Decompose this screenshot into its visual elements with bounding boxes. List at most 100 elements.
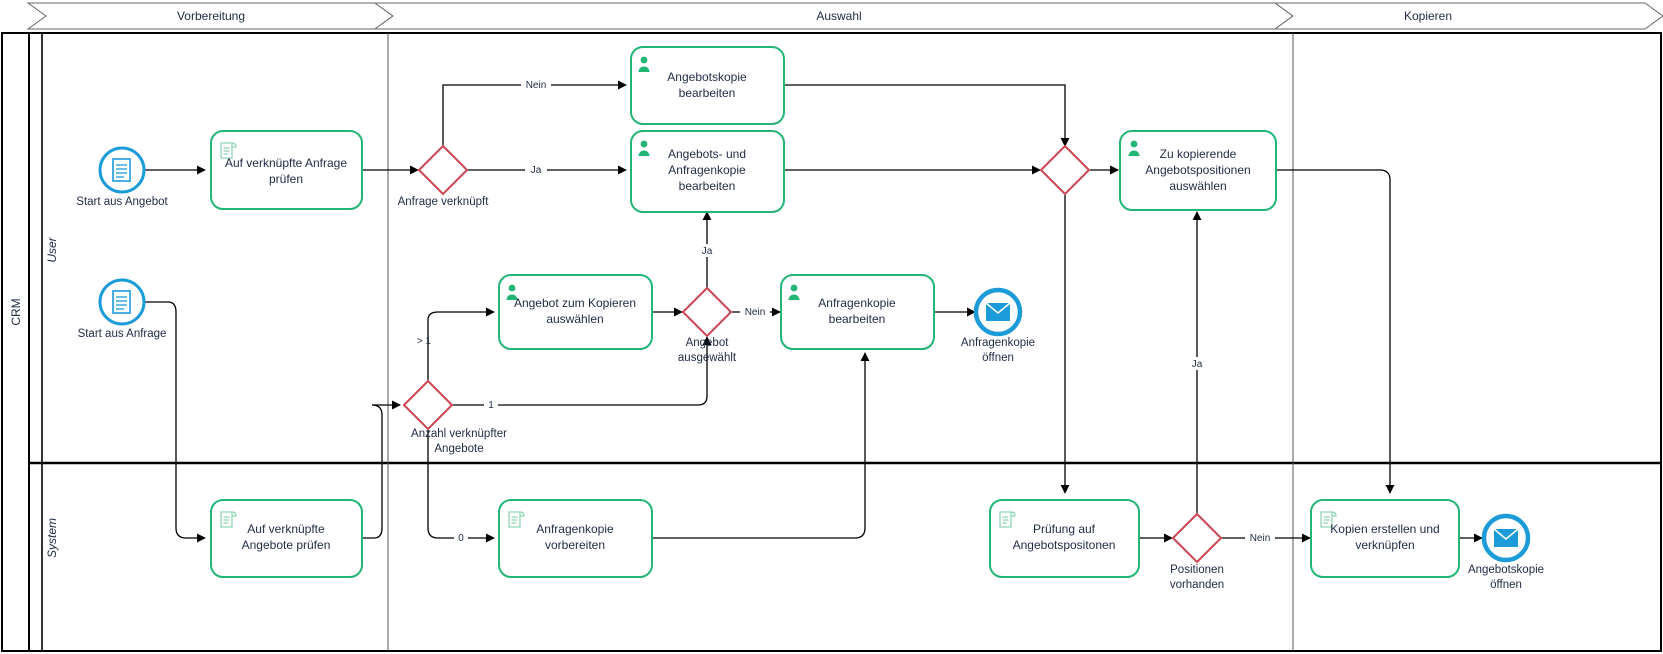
task-box-angebots-und-anfragenkopie[interactable] [630, 130, 785, 213]
flow-0-to-anfragenkopie-vorbereiten [427, 430, 495, 543]
user-icon-angebotskopie-bearbeiten [638, 56, 650, 72]
gateway-label-angebot-ausgewaehlt-l2: ausgewählt [678, 352, 737, 364]
task-box-angebot-zum-kopieren[interactable] [498, 274, 653, 350]
user-icon-anfragenkopie-bearbeiten [788, 284, 800, 300]
flow-label-ja-2: Ja [702, 246, 713, 257]
gateway-label-positionen-vorhanden-l1: Positionen [1170, 564, 1224, 576]
flow-label-ja-1: Ja [531, 165, 542, 176]
task-label-auf-verknuepfte-anfrage-l2: prüfen [269, 172, 303, 186]
event-label-angebotskopie-oeffnen-l2: öffnen [1490, 579, 1522, 591]
gateway-label-anzahl-angebote-l2: Angebote [434, 443, 483, 455]
script-icon-auf-verknuepfte-angebote [220, 511, 237, 528]
task-label-angebots-und-anfragenkopie-l3: bearbeiten [679, 179, 736, 193]
flow-label-nein-3: Nein [1250, 533, 1271, 544]
gateway-angebot-ausgewaehlt[interactable] [681, 286, 733, 338]
task-label-auf-verknuepfte-angebote-l2: Angebote prüfen [242, 538, 331, 552]
phase-label-vorbereitung: Vorbereitung [177, 9, 245, 23]
phase-header-bar [26, 2, 1663, 30]
pool-crm [1, 32, 1662, 652]
phase-label-kopieren: Kopieren [1404, 9, 1452, 23]
task-label-angebots-und-anfragenkopie-l2: Anfragenkopie [668, 163, 746, 177]
script-task-icons [220, 142, 1337, 528]
task-label-zu-kopierende-l3: auswählen [1169, 179, 1226, 193]
pool-label-crm: CRM [9, 298, 23, 325]
task-label-anfragenkopie-bearbeiten-l1: Anfragenkopie [818, 296, 896, 310]
gateway-label-positionen-vorhanden-l2: vorhanden [1170, 579, 1224, 591]
sequence-flows [145, 80, 1483, 543]
task-label-pruefung-positionen-l2: Angebotspositonen [1013, 538, 1116, 552]
user-icon-angebot-zum-kopieren [506, 284, 518, 300]
task-box-zu-kopierende-positionen[interactable] [1119, 130, 1277, 211]
task-box-pruefung-positionen[interactable] [989, 499, 1140, 578]
gateway-anfrage-verknuepft[interactable] [417, 144, 469, 196]
script-icon-auf-verknuepfte-anfrage [220, 142, 237, 159]
task-box-auf-verknuepfte-angebote[interactable] [210, 499, 363, 578]
task-box-anfragenkopie-bearbeiten[interactable] [780, 274, 935, 350]
user-icon-zu-kopierende-positionen [1128, 140, 1140, 156]
task-label-anfragenkopie-vorbereiten-l1: Anfragenkopie [536, 522, 614, 536]
task-box-angebotskopie-bearbeiten[interactable] [630, 46, 785, 125]
task-label-angebotskopie-bearbeiten-l1: Angebotskopie [667, 70, 747, 84]
lane-label-user: User [45, 236, 59, 262]
envelope-icon-angebotskopie [1493, 528, 1519, 547]
task-labels: Auf verknüpfte Anfrage prüfen Angebotsko… [225, 70, 1440, 552]
user-task-icons [506, 56, 1140, 300]
phase-chevron-kopieren [1273, 2, 1663, 30]
flow-angebotskopie-to-merge [784, 84, 1070, 147]
event-label-start-anfrage: Start aus Anfrage [78, 328, 167, 340]
task-shapes [210, 46, 1460, 578]
phase-label-auswahl: Auswahl [816, 9, 861, 23]
flow-1-to-angebotausgewaehlt [453, 336, 712, 406]
document-icon-start-anfrage [112, 290, 131, 314]
task-label-angebotskopie-bearbeiten-l2: bearbeiten [679, 86, 736, 100]
event-label-angebotskopie-oeffnen-l1: Angebotskopie [1468, 564, 1544, 576]
gateway-label-anzahl-angebote-l1: Anzahl verknüpfter [411, 428, 507, 440]
task-label-angebot-zum-kopieren-l1: Angebot zum Kopieren [514, 296, 636, 310]
task-label-angebots-und-anfragenkopie-l1: Angebots- und [668, 147, 746, 161]
gateway-merge[interactable] [1039, 144, 1091, 196]
task-box-auf-verknuepfte-anfrage[interactable] [210, 130, 363, 210]
flow-vorbereiten-to-bearbeiten [652, 352, 870, 539]
task-box-anfragenkopie-vorbereiten[interactable] [498, 499, 653, 578]
task-label-anfragenkopie-vorbereiten-l2: vorbereiten [545, 538, 605, 552]
flow-nein-to-angebotskopie [442, 80, 627, 146]
task-label-pruefung-positionen-l1: Prüfung auf [1033, 522, 1096, 536]
flow-labels: Nein Ja > 1 1 0 Ja Nein Ja Nein [417, 78, 1275, 544]
gateway-labels: Anfrage verknüpft Anzahl verknüpfter Ang… [398, 196, 1225, 591]
event-label-anfragenkopie-oeffnen-l2: öffnen [982, 352, 1014, 364]
script-icon-pruefung-positionen [999, 511, 1016, 528]
task-label-kopien-erstellen-l1: Kopien erstellen und [1330, 522, 1439, 536]
script-icon-kopien-erstellen [1320, 511, 1337, 528]
task-box-kopien-erstellen[interactable] [1310, 499, 1460, 578]
flow-label-zero: 0 [458, 533, 464, 544]
event-shapes [98, 146, 1531, 563]
gateway-anzahl-angebote[interactable] [402, 379, 454, 431]
flow-startanfrage-to-angebotepruefen [145, 301, 206, 543]
event-label-anfragenkopie-oeffnen-l1: Anfragenkopie [961, 337, 1035, 349]
task-label-angebot-zum-kopieren-l2: auswählen [546, 312, 603, 326]
script-icon-anfragenkopie-vorbereiten [508, 511, 525, 528]
flow-label-nein-2: Nein [745, 307, 766, 318]
task-label-auf-verknuepfte-angebote-l1: Auf verknüpfte [247, 522, 325, 536]
phase-dividers [387, 33, 1294, 651]
task-label-anfragenkopie-bearbeiten-l2: bearbeiten [829, 312, 886, 326]
task-label-zu-kopierende-l2: Angebotspositionen [1145, 163, 1250, 177]
envelope-icon-anfragenkopie [985, 302, 1011, 321]
task-label-zu-kopierende-l1: Zu kopierende [1160, 147, 1237, 161]
event-labels: Start aus Angebot Start aus Anfrage Anfr… [76, 196, 1544, 591]
user-icon-angebots-und-anfragenkopie [638, 140, 650, 156]
event-label-start-angebot: Start aus Angebot [76, 196, 168, 208]
flow-label-ja-3: Ja [1192, 359, 1203, 370]
flow-label-one: 1 [488, 400, 494, 411]
gateway-label-angebot-ausgewaehlt-l1: Angebot [686, 337, 730, 349]
gateway-shapes [402, 144, 1223, 564]
task-label-kopien-erstellen-l2: verknüpfen [1355, 538, 1414, 552]
flow-zukopierende-to-kopien [1276, 169, 1395, 494]
document-icon-start-angebot [112, 158, 131, 182]
flow-angebotepruefen-up [362, 404, 383, 539]
gateway-positionen-vorhanden[interactable] [1171, 512, 1223, 564]
gateway-label-anfrage-verknuepft: Anfrage verknüpft [398, 196, 490, 208]
flow-gt1-to-angebotwaehlen [427, 307, 495, 381]
